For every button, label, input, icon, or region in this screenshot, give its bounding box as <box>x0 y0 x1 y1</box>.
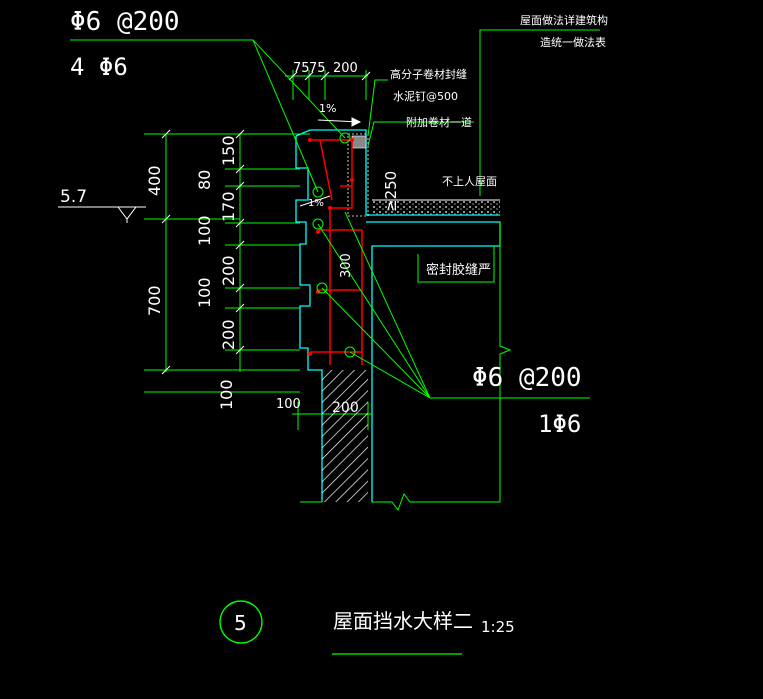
dim-top-200: 200 <box>333 61 358 76</box>
dim-inner-200b: 200 <box>219 319 238 350</box>
membrane-upturn <box>347 133 369 217</box>
elevation-marker <box>58 206 146 223</box>
dim-bottom-200: 200 <box>332 400 359 416</box>
note-cement-nail: 水泥钉@500 <box>393 90 458 103</box>
detail-number-circle <box>219 600 263 644</box>
dim-top-75b: 75 <box>309 61 326 76</box>
bottom-bars-label: 1Φ6 <box>538 410 581 438</box>
note-extra-membrane: 附加卷材一道 <box>406 115 472 129</box>
note-membrane-seal: 高分子卷材封缝 <box>390 67 467 81</box>
dim-height-250: ≥250 <box>382 171 400 212</box>
dim-top-75a: 75 <box>293 61 310 76</box>
dim-left-400: 400 <box>145 165 164 196</box>
detail-number: 5 <box>234 611 247 635</box>
dim-left-700: 700 <box>145 285 164 316</box>
leader-lines <box>70 29 600 512</box>
note-seal-tight: 密封胶缝严 <box>426 262 491 278</box>
roof-layer-gravel <box>372 200 500 215</box>
dim-left-100: 100 <box>217 379 236 410</box>
dim-height-300: 300 <box>339 253 354 278</box>
slope-arrows <box>299 117 362 207</box>
dimension-ticks <box>161 71 371 375</box>
dim-inner-80: 80 <box>195 170 214 190</box>
note-roof-ref-line2: 造统一做法表 <box>540 35 606 49</box>
dim-inner-100a: 100 <box>195 215 214 246</box>
slope-top-label: 1% <box>319 102 336 115</box>
leader-circles <box>312 132 356 358</box>
detail-scale: 1:25 <box>481 618 515 636</box>
dim-inner-150: 150 <box>219 135 238 166</box>
dim-inner-170: 170 <box>219 191 238 222</box>
dim-inner-100b: 100 <box>195 277 214 308</box>
slope-mid-label: 1% <box>308 198 324 209</box>
note-no-access-roof: 不上人屋面 <box>442 175 497 188</box>
top-stirrup-label: Φ6 @200 <box>70 7 180 37</box>
detail-title: 屋面挡水大样二 <box>333 609 473 633</box>
masonry-wall-hatch <box>322 370 368 502</box>
top-bars-label: 4 Φ6 <box>70 53 128 81</box>
rebar <box>308 139 363 365</box>
dim-inner-200a: 200 <box>219 255 238 286</box>
sealant-block <box>351 135 367 149</box>
elevation-label: 5.7 <box>60 187 87 207</box>
bottom-stirrup-label: Φ6 @200 <box>472 363 582 393</box>
note-roof-ref-line1: 屋面做法详建筑构 <box>520 13 608 27</box>
dim-bottom-100: 100 <box>276 397 301 412</box>
rebar-dots <box>308 138 354 356</box>
